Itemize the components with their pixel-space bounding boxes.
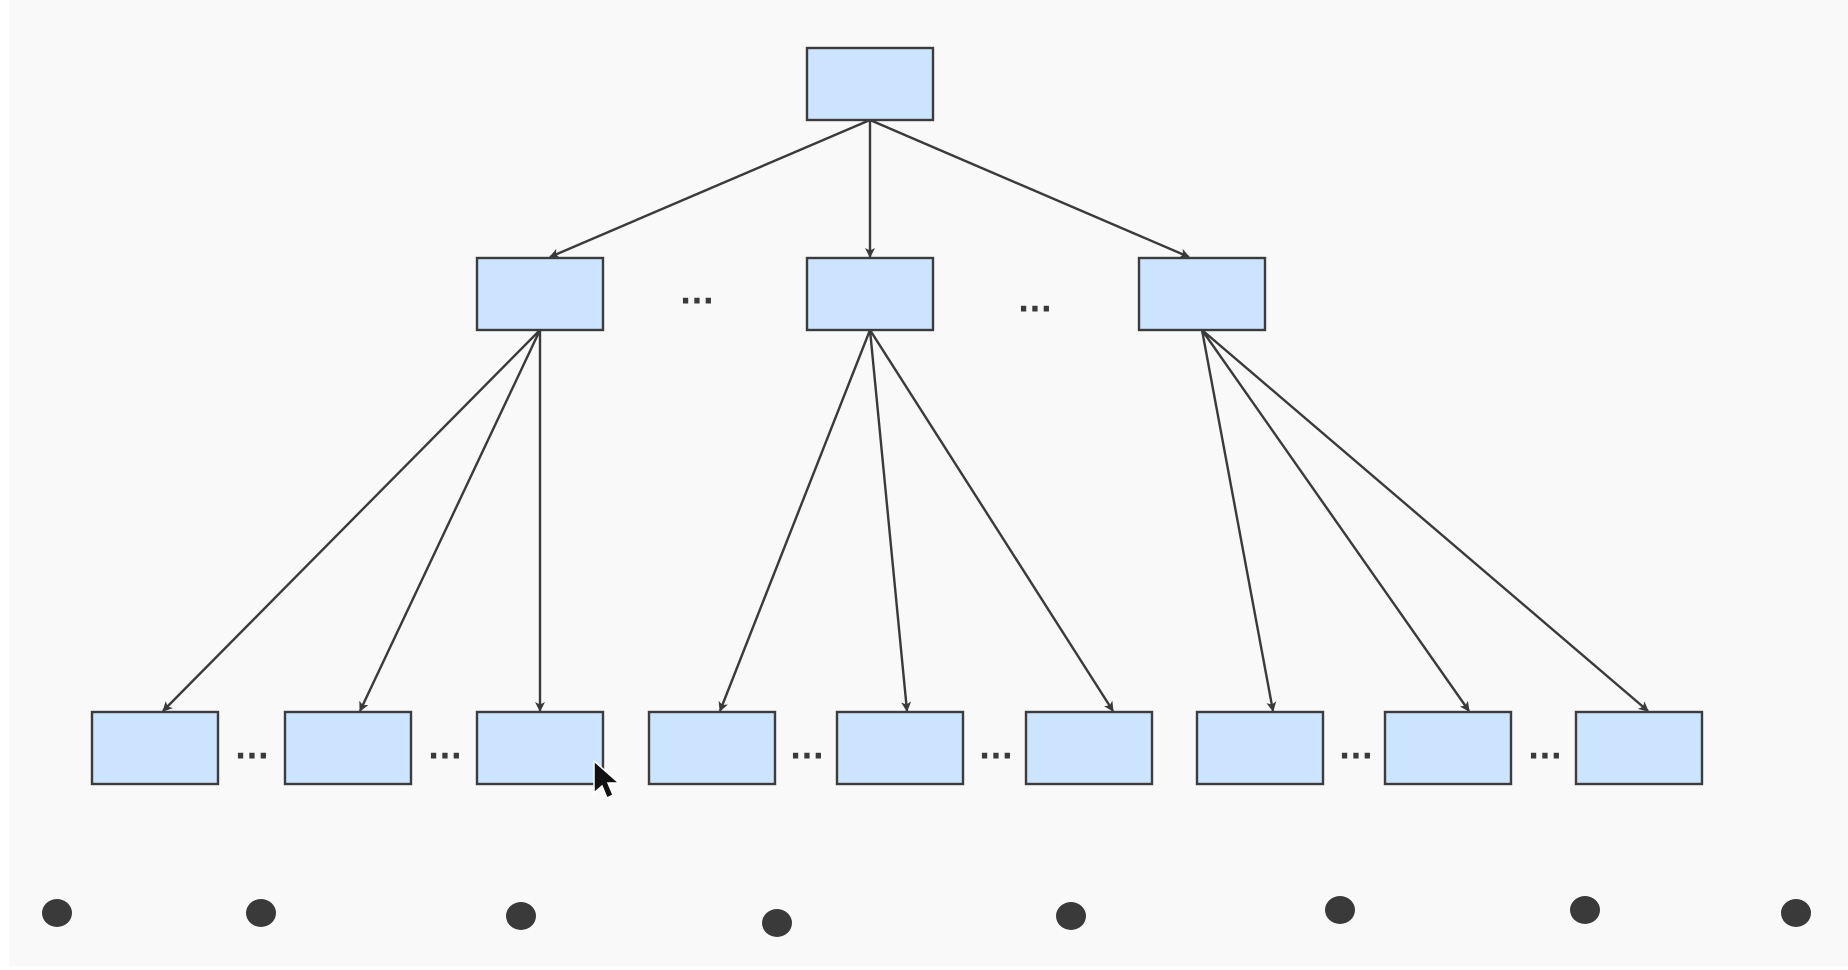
ellipsis-level2-5: ··· [1339,739,1373,774]
ellipsis-level2-2: ··· [428,739,462,774]
nodes-layer [90,46,1704,786]
node-l2-1[interactable] [90,710,220,786]
tree-diagram: ··· ··· ··· ··· ··· ··· ··· ··· [42,46,1811,937]
bottom-marker-8 [1781,899,1811,927]
ellipsis-layer: ··· ··· ··· ··· ··· ··· ··· ··· [235,284,1562,774]
bottom-marker-1 [42,899,72,927]
edge-l1-a-to-l2-1 [162,329,541,712]
edge-l1-a-to-l2-2 [358,329,542,712]
edge-l1-b-to-l2-4 [718,329,872,712]
node-l1-b[interactable] [805,256,935,332]
node-l2-3[interactable] [475,710,605,786]
node-l2-8[interactable] [1383,710,1513,786]
bottom-marker-7 [1570,896,1600,924]
edges-layer [162,118,1649,712]
bottom-marker-4 [762,909,792,937]
edge-l1-b-to-l2-6 [868,329,1115,712]
diagram-canvas: ··· ··· ··· ··· ··· ··· ··· ··· [9,0,1848,966]
edge-root-to-l1-c [869,118,1190,259]
edge-l1-c-to-l2-8 [1201,329,1470,712]
node-l2-5[interactable] [835,710,965,786]
edge-l1-b-to-l2-5 [868,329,912,712]
ellipsis-level2-6: ··· [1528,739,1562,774]
edge-root-to-l1-a [549,118,871,259]
node-root[interactable] [805,46,935,122]
node-l2-9[interactable] [1574,710,1704,786]
mouse-pointer-icon [593,759,621,800]
ellipsis-level2-1: ··· [235,739,269,774]
ellipsis-level2-3: ··· [790,739,824,774]
bottom-marker-5 [1056,902,1086,930]
ellipsis-level1-left: ··· [680,284,714,319]
edge-l1-c-to-l2-7 [1200,329,1277,712]
node-l2-7[interactable] [1195,710,1325,786]
bottom-marker-2 [246,899,276,927]
bottom-marker-3 [506,902,536,930]
ellipsis-level2-4: ··· [979,739,1013,774]
bottom-markers [42,896,1811,937]
node-l2-2[interactable] [283,710,413,786]
node-l1-a[interactable] [475,256,605,332]
node-l1-c[interactable] [1137,256,1267,332]
node-l2-4[interactable] [647,710,777,786]
edge-l1-c-to-l2-9 [1201,329,1649,712]
ellipsis-level1-right: ··· [1018,292,1052,327]
bottom-marker-6 [1325,896,1355,924]
node-l2-6[interactable] [1024,710,1154,786]
